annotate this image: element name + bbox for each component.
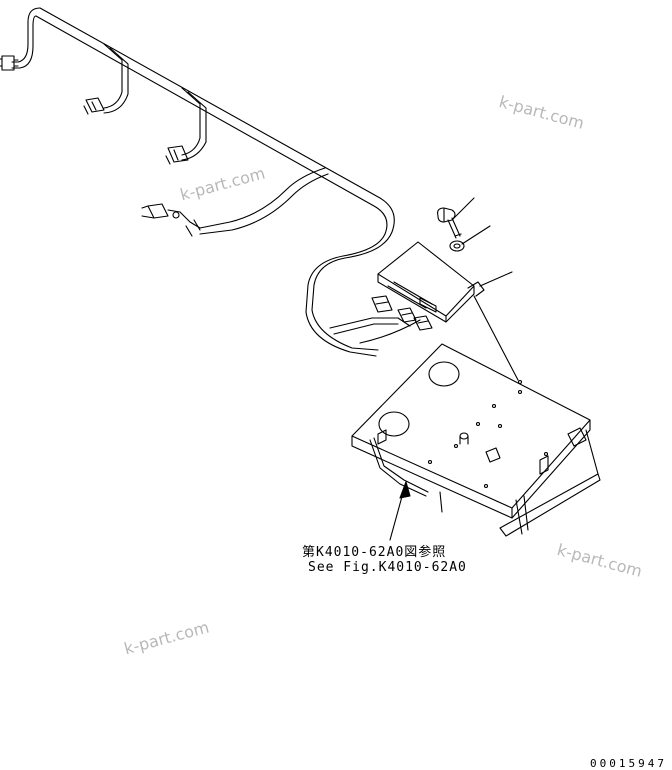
leader-lines: [451, 197, 519, 381]
connector-6: [397, 307, 417, 323]
connector-2: [83, 97, 105, 115]
part-number: 00015947: [590, 757, 667, 770]
bolt: [437, 207, 462, 239]
connector-1: [0, 55, 19, 71]
connector-7: [413, 315, 433, 331]
washer: [449, 240, 465, 252]
connector-5: [371, 295, 393, 313]
reference-note-jp: 第K4010-62A0図参照: [302, 545, 447, 560]
wire-harness: [11, 7, 421, 357]
floor-plate: [351, 343, 601, 541]
connector-4: [141, 203, 201, 237]
controller-box: [377, 241, 485, 323]
reference-note-en: See Fig.K4010-62A0: [308, 560, 467, 575]
connector-3: [165, 145, 189, 165]
